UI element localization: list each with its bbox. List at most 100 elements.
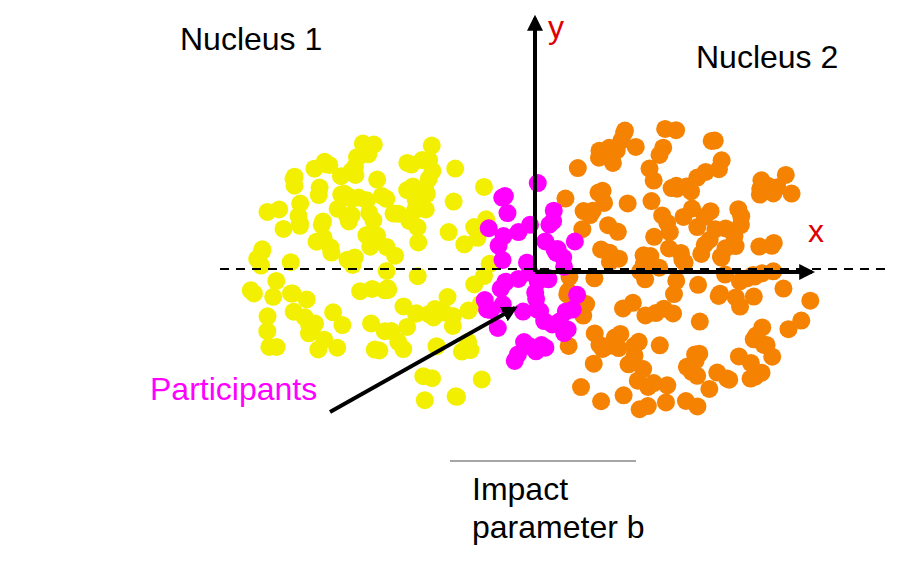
- nucleon-dot: [298, 290, 316, 308]
- nucleon-dot: [686, 345, 704, 363]
- nucleon-dot: [423, 369, 441, 387]
- nucleon-dot: [346, 158, 364, 176]
- nucleon-dot: [493, 189, 511, 207]
- nucleon-dot: [665, 285, 683, 303]
- nucleon-dot: [495, 227, 513, 245]
- nucleon-dot: [656, 120, 674, 138]
- nucleon-dot: [710, 160, 728, 178]
- nucleon-dot: [742, 354, 760, 372]
- nucleon-dot: [444, 317, 462, 335]
- nucleon-dot: [390, 205, 408, 223]
- nucleon-dot: [408, 304, 426, 322]
- nucleon-dot: [259, 307, 277, 325]
- nucleon-dot: [688, 367, 706, 385]
- nucleon-dot: [604, 154, 622, 172]
- nucleon-dot: [407, 191, 425, 209]
- nucleon-dot: [575, 202, 593, 220]
- nucleon-dot: [315, 229, 333, 247]
- nucleon-dot: [545, 202, 563, 220]
- nucleon-dot: [706, 132, 724, 150]
- nucleon-dot: [745, 288, 763, 306]
- nucleon-dot: [783, 185, 801, 203]
- nucleon-dot: [712, 249, 730, 267]
- nucleon-dot: [285, 170, 303, 188]
- nucleon-dot: [529, 174, 547, 192]
- impact-parameter-bar: [450, 460, 636, 462]
- nucleon-dot: [267, 272, 285, 290]
- nucleon-dot: [569, 159, 587, 177]
- diagram-label: x: [808, 212, 824, 250]
- nucleon-dot: [282, 284, 300, 302]
- nucleon-dot: [413, 151, 431, 169]
- nucleon-dot: [343, 190, 361, 208]
- nucleon-dot: [664, 304, 682, 322]
- nucleon-dot: [710, 287, 728, 305]
- nucleon-dot: [439, 288, 457, 306]
- nucleon-dot: [368, 171, 386, 189]
- nucleon-dot: [642, 192, 660, 210]
- nucleon-dot: [362, 314, 380, 332]
- nucleon-dot: [636, 306, 654, 324]
- nucleon-dot: [763, 348, 781, 366]
- nucleon-dot: [568, 286, 586, 304]
- nucleon-dot: [446, 160, 464, 178]
- nucleon-dot: [774, 280, 792, 298]
- diagram-label: Nucleus 2: [696, 38, 838, 76]
- nucleon-dot: [729, 200, 747, 218]
- nucleon-dot: [614, 299, 632, 317]
- nucleon-dot: [361, 238, 379, 256]
- nucleon-dot: [245, 284, 263, 302]
- nucleon-dot: [453, 343, 471, 361]
- nucleon-dot: [600, 337, 618, 355]
- nucleon-dot: [688, 169, 706, 187]
- nucleon-dot: [379, 279, 397, 297]
- leader-arrow: [330, 308, 515, 412]
- nucleon-dot: [610, 250, 628, 268]
- nucleon-dot: [333, 316, 351, 334]
- nucleon-dot: [572, 378, 590, 396]
- nucleon-dot: [378, 262, 396, 280]
- nucleon-dot: [514, 303, 532, 321]
- nucleon-dot: [639, 397, 657, 415]
- y-axis: [533, 18, 537, 272]
- nucleon-dot: [370, 341, 388, 359]
- nucleon-dot: [527, 290, 545, 308]
- nucleon-dot: [747, 326, 765, 344]
- nucleon-dot: [720, 371, 738, 389]
- nucleon-dot: [498, 204, 516, 222]
- nucleon-dot: [492, 280, 510, 298]
- nucleon-dot: [661, 223, 679, 241]
- nucleon-dot: [653, 206, 671, 224]
- nucleon-dot: [409, 233, 427, 251]
- nucleon-dot: [742, 370, 760, 388]
- nucleon-dot: [310, 186, 328, 204]
- nucleon-dot: [651, 336, 669, 354]
- nucleon-dot: [475, 178, 493, 196]
- diagram-label: Nucleus 1: [180, 20, 322, 58]
- nucleon-dot: [509, 270, 527, 288]
- nucleon-dot: [300, 324, 318, 342]
- nucleon-dot: [658, 376, 676, 394]
- nucleon-dot: [359, 145, 377, 163]
- diagram-label: Impact parameter b: [472, 470, 672, 546]
- nucleon-dot: [264, 288, 282, 306]
- nucleon-dot: [752, 171, 770, 189]
- nucleon-dot: [440, 223, 458, 241]
- nucleon-dot: [712, 248, 730, 266]
- nucleon-dot: [592, 392, 610, 410]
- diagram-label: Participants: [150, 370, 317, 408]
- nucleon-dot: [328, 339, 346, 357]
- nucleon-dot: [615, 386, 633, 404]
- nucleon-dot: [727, 237, 745, 255]
- nucleon-dot: [515, 333, 533, 351]
- nucleon-dot: [688, 397, 706, 415]
- nucleon-dot: [547, 244, 565, 262]
- nucleon-dot: [551, 312, 569, 330]
- nucleon-dot: [566, 232, 584, 250]
- nucleon-dot: [673, 251, 691, 269]
- nucleon-dot: [445, 193, 463, 211]
- nucleon-dot: [351, 282, 369, 300]
- nucleon-dot: [416, 391, 434, 409]
- beam-axis: [220, 268, 890, 270]
